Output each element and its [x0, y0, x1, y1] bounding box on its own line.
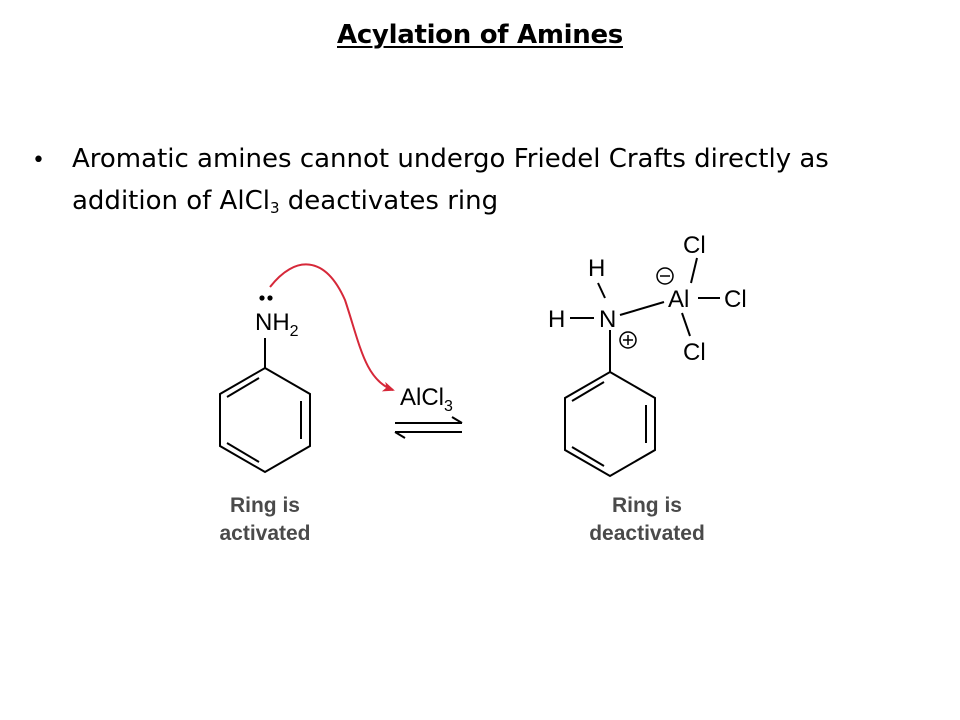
chlorine-right-label: Cl: [724, 286, 747, 313]
reactant-caption-line2: activated: [219, 522, 310, 545]
al-cl-bond: [690, 257, 698, 284]
chlorine-bottom-label: Cl: [683, 339, 706, 366]
ring-double-bond: [571, 381, 605, 402]
bullet-text-end: deactivates ring: [279, 186, 499, 216]
lone-pair-dot: [267, 295, 273, 301]
benzene-ring-deactivated: [564, 370, 656, 478]
electron-push-arrow: [269, 263, 395, 392]
lone-pair-dot: [259, 295, 265, 301]
complex-molecule: H H N Al Cl Cl Cl Ring is deactivated: [548, 232, 747, 545]
ring-double-bond: [226, 377, 260, 398]
reagent-label: AlCl3: [400, 384, 453, 415]
chlorine-top-label: Cl: [683, 232, 706, 259]
aluminum-label: Al: [668, 286, 689, 313]
h-n-bond: [597, 282, 606, 299]
negative-charge-icon: [656, 267, 674, 285]
bullet-point: • Aromatic amines cannot undergo Friedel…: [32, 138, 912, 229]
ring-double-bond: [571, 446, 605, 467]
benzene-ring-activated: [219, 366, 311, 474]
ring-double-bond: [226, 442, 260, 463]
bullet-text: Aromatic amines cannot undergo Friedel C…: [72, 138, 912, 229]
reactant-caption-line1: Ring is: [230, 494, 300, 517]
equilibrium-arrow-icon: [394, 416, 463, 439]
hydrogen-left-label: H: [548, 306, 565, 333]
slide-title: Acylation of Amines: [337, 20, 623, 50]
product-caption-line1: Ring is: [612, 494, 682, 517]
bullet-text-main: Aromatic amines cannot undergo Friedel C…: [72, 144, 829, 216]
product-caption-line2: deactivated: [589, 522, 705, 545]
al-cl-bond: [681, 312, 691, 337]
positive-charge-icon: [619, 331, 637, 349]
bullet-subscript: 3: [269, 199, 280, 217]
aniline-molecule: NH2 Ring is activated: [219, 295, 311, 545]
bullet-dot-icon: •: [32, 148, 45, 173]
nitrogen-label: N: [599, 306, 616, 333]
hydrogen-top-label: H: [588, 255, 605, 282]
amine-group-label: NH2: [255, 309, 299, 340]
n-al-bond: [619, 301, 665, 316]
